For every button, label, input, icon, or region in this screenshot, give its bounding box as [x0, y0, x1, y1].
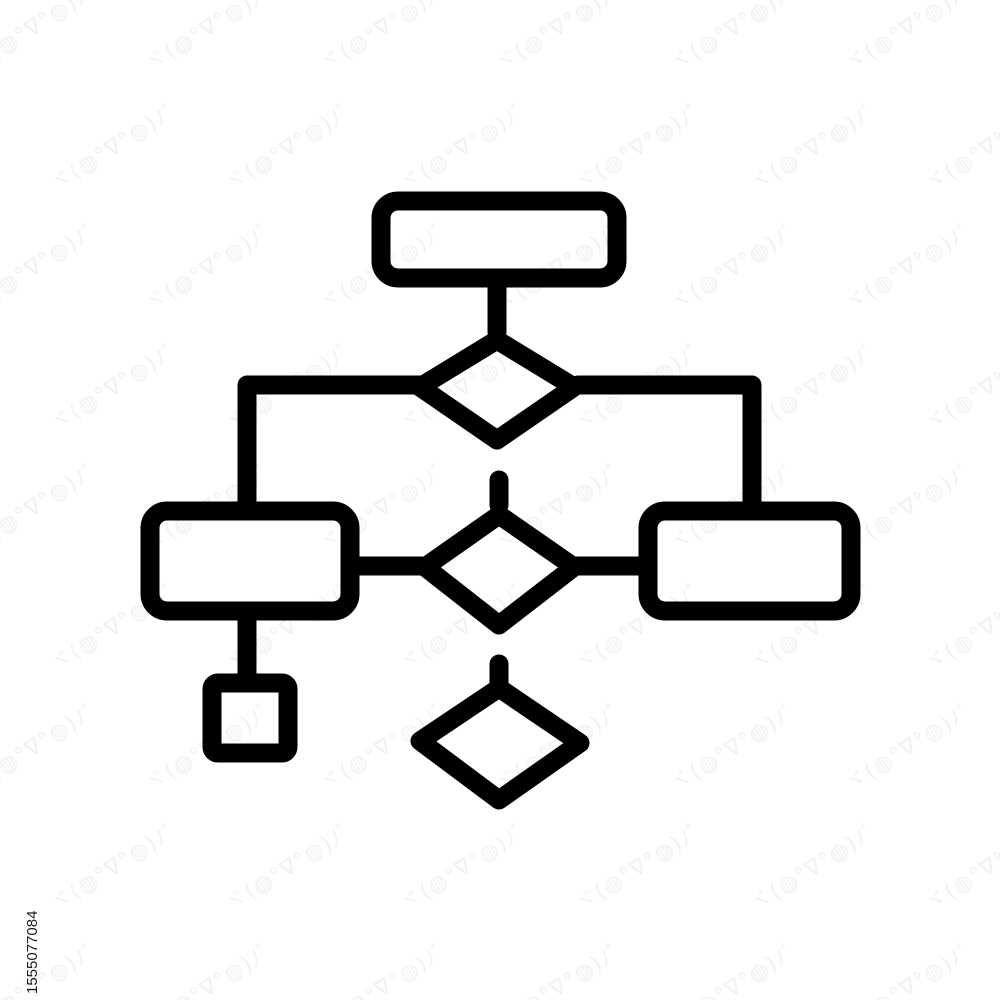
connector-upper-decision-to-left-box: [237, 375, 430, 518]
upper-decision-diamond: [410, 330, 584, 450]
connector-upper-decision-to-right-box: [568, 375, 762, 518]
middle-decision-diamond: [415, 505, 584, 635]
lower-decision-diamond: [410, 678, 590, 810]
right-process-box: [638, 501, 861, 621]
stock-id-label: 1555077084: [24, 910, 41, 994]
top-process-box: [371, 191, 627, 288]
end-square-box: [202, 673, 298, 763]
flowchart-strokes: [140, 191, 861, 810]
left-process-box: [140, 501, 360, 621]
